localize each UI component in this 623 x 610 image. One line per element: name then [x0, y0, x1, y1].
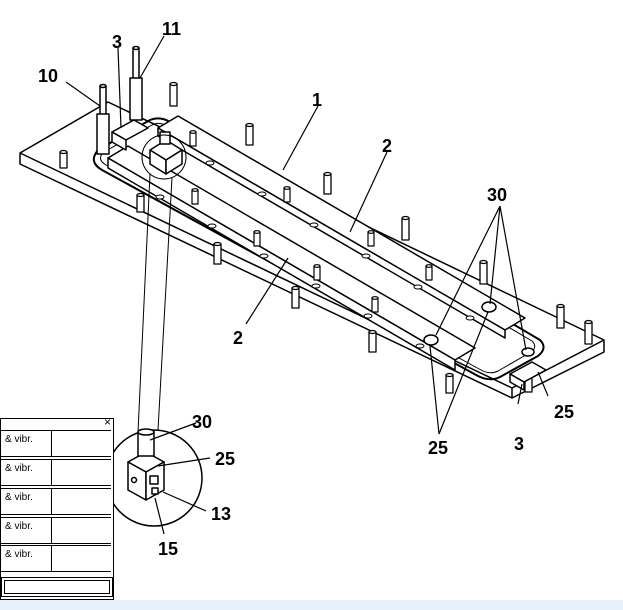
row-value: [53, 431, 111, 456]
callout-11: 11: [162, 19, 181, 39]
row-label: & vibr.: [1, 546, 52, 571]
post-10: [96, 83, 110, 155]
corner-clamp-left: [111, 119, 149, 151]
callout-3-top: 3: [112, 32, 122, 52]
rail-holes: [155, 160, 475, 349]
close-icon[interactable]: ×: [103, 418, 111, 429]
row-label: & vibr.: [1, 489, 52, 514]
row-label: & vibr.: [1, 460, 52, 485]
callout-13: 13: [211, 504, 231, 524]
panel-footer-field[interactable]: [1, 577, 113, 597]
callout-1: 1: [312, 90, 322, 110]
parts-list-row: & vibr.: [1, 459, 111, 486]
row-value: [53, 546, 111, 571]
callout-30-detail: 30: [192, 412, 212, 432]
row-label: & vibr.: [1, 518, 52, 543]
bottom-bar: [0, 600, 623, 610]
row-value: [53, 460, 111, 485]
callout-25-bottom: 25: [428, 438, 448, 458]
nuts-30: [423, 301, 535, 357]
valve-block: [149, 131, 183, 175]
callout-25-detail: 25: [215, 449, 235, 469]
panel-footer-inner: [4, 580, 110, 594]
detail-circle-small: [141, 134, 187, 180]
row-value: [53, 489, 111, 514]
parts-list-row: & vibr.: [1, 545, 111, 572]
callout-2-upper: 2: [382, 136, 392, 156]
rail-studs: [189, 130, 433, 313]
row-label: & vibr.: [1, 431, 52, 456]
plate-studs: [59, 81, 593, 394]
callout-3-bottom: 3: [514, 434, 524, 454]
parts-list-row: & vibr.: [1, 517, 111, 544]
corner-clamp-right: [509, 361, 547, 391]
detail-leader-lines: [137, 173, 173, 433]
callout-25-right: 25: [554, 402, 574, 422]
callout-2-lower: 2: [233, 328, 243, 348]
callout-leaders: [65, 35, 549, 535]
parts-list-row: & vibr.: [1, 488, 111, 515]
callout-15: 15: [158, 539, 178, 559]
parts-list-panel: × & vibr. & vibr. & vibr. & vibr. & vibr…: [0, 418, 114, 600]
row-value: [53, 518, 111, 543]
post-11: [129, 45, 143, 121]
detail-circle-large: [105, 428, 203, 527]
parts-list-row: & vibr.: [1, 430, 111, 457]
callout-10: 10: [38, 66, 58, 86]
callout-30-main: 30: [487, 185, 507, 205]
